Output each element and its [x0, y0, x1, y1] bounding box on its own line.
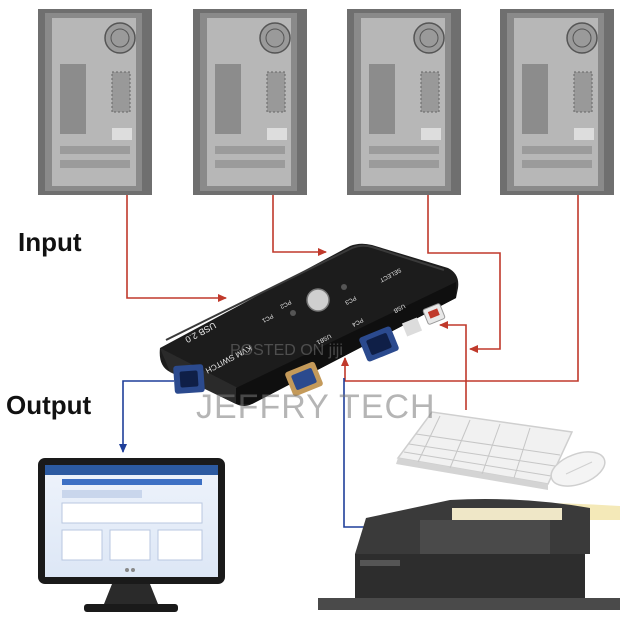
- keyboard-icon: [396, 411, 574, 490]
- kvm-switch: USB 2.0 KVM SWITCH SELECT PC1 PC2 PC3 PC…: [159, 243, 459, 406]
- computer-tower-4: [500, 9, 614, 195]
- select-button[interactable]: [306, 288, 330, 312]
- vga-port-pc3: [359, 326, 399, 362]
- keyboard: [396, 411, 574, 490]
- wire-pc2: [272, 195, 327, 256]
- wire-keyboard: [439, 321, 467, 410]
- mouse-icon: [550, 451, 606, 487]
- vga-port-output: [173, 364, 205, 394]
- computer-tower-icon: [38, 9, 152, 195]
- printer-icon: [318, 499, 620, 610]
- input-label: Input: [18, 227, 82, 257]
- input-wires: [126, 195, 579, 410]
- monitor-icon: [38, 458, 225, 612]
- computer-tower-3: [347, 9, 461, 195]
- usb-port-b: [422, 303, 446, 325]
- vga-port-pc4: [285, 361, 323, 397]
- port-label-pc3: PC3: [343, 294, 357, 305]
- output-label: Output: [6, 390, 92, 420]
- wire-pc3: [427, 195, 501, 353]
- computer-tower-2: [193, 9, 307, 195]
- monitor: [38, 458, 225, 612]
- kbd-port-label: USB: [392, 302, 406, 313]
- port-label-pc4: PC4: [350, 316, 364, 327]
- wire-pc4: [341, 195, 579, 382]
- computer-tower-icon: [347, 9, 461, 195]
- kvm-switch-icon: USB 2.0 KVM SWITCH SELECT PC1 PC2 PC3 PC…: [159, 243, 459, 406]
- computer-tower-icon: [500, 9, 614, 195]
- usb-port-a: [401, 317, 423, 337]
- port-label-pc1: PC1: [260, 312, 274, 323]
- watermark-line1: POSTED ON jiji: [230, 342, 343, 359]
- wire-monitor: [119, 380, 174, 453]
- wire-pc1: [126, 195, 227, 302]
- printer: [318, 499, 620, 610]
- watermark-line2: JEFFRY TECH: [196, 388, 436, 426]
- mouse: [550, 451, 606, 487]
- computer-tower-icon: [193, 9, 307, 195]
- port-label-pc2: PC2: [278, 298, 292, 309]
- computer-tower-1: [38, 9, 152, 195]
